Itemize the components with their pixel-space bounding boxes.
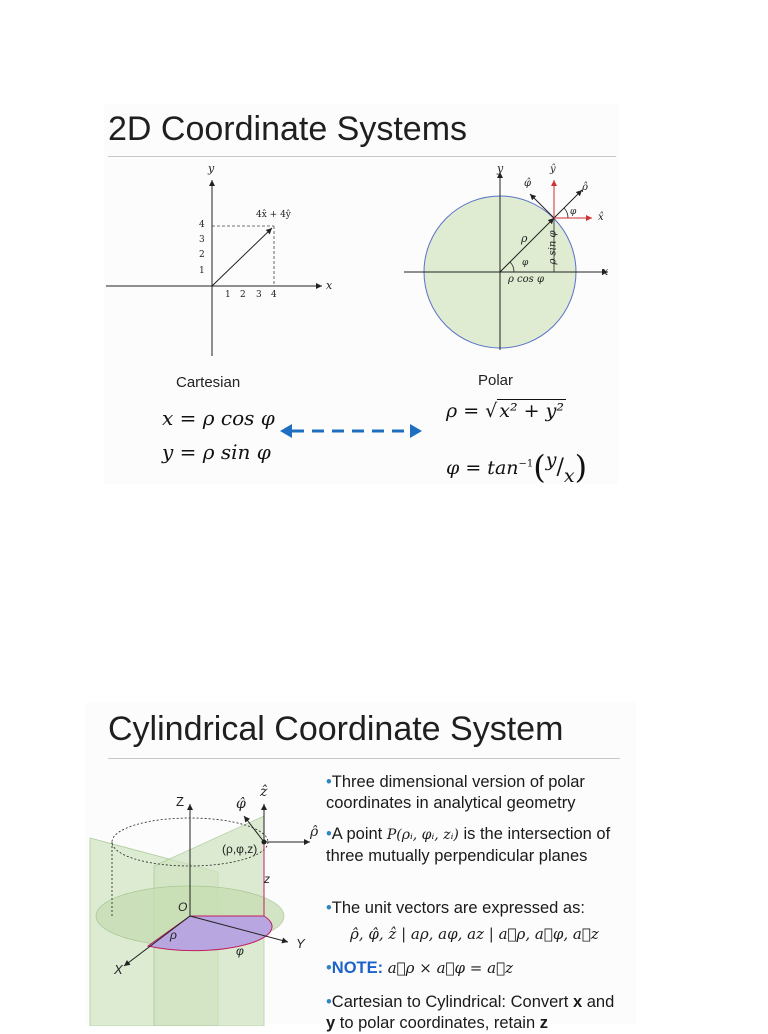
x-axis <box>123 915 191 967</box>
cartesian-tick-y-1: 1 <box>199 266 205 276</box>
origin-label: O <box>178 900 188 914</box>
polar-caption: Polar <box>478 372 514 389</box>
phi-label: φ <box>236 944 244 958</box>
polar-eq-rho: ρ = √x² + y² <box>446 399 566 422</box>
slide-2d-coordinates: 2D Coordinate Systems y x 4x̂ + 4ŷ 4 3 2… <box>104 104 618 487</box>
slide-title: 2D Coordinate Systems <box>108 110 468 148</box>
slide-cylindrical: Cylindrical Coordinate System Z φ̂ ẑ ρ̂ … <box>86 702 636 1032</box>
title-rule <box>108 758 620 759</box>
z-axis-label: Z <box>176 794 184 809</box>
cartesian-tick-y-2: 2 <box>199 250 205 260</box>
slide-title: Cylindrical Coordinate System <box>108 710 564 748</box>
z-label: z <box>264 872 270 886</box>
cartesian-vector <box>211 227 273 287</box>
rho-label: ρ <box>170 928 177 942</box>
polar-phi-label: φ <box>522 258 529 268</box>
cartesian-x-label: x <box>326 279 333 292</box>
rhohat-label: ρ̂ <box>310 824 319 840</box>
y-axis <box>189 915 289 944</box>
polar-eq-radicand: x² + y² <box>497 399 566 422</box>
polar-phihat-label: φ̂ <box>524 178 532 189</box>
y-axis-label: Y <box>296 936 305 951</box>
polar-rhohat <box>553 189 583 219</box>
cartesian-tick-y-3: 3 <box>199 235 205 245</box>
cartesian-tick-x-4: 4 <box>271 290 277 300</box>
cartesian-eq-y: y = ρ sin φ <box>162 440 271 464</box>
cartesian-eq-x: x = ρ cos φ <box>162 406 275 430</box>
polar-rcos-label: ρ cos φ <box>508 274 544 285</box>
bullet-3-math: ρ̂, φ̂, ẑ | aρ, aφ, az | a⃗ρ, a⃗φ, a⃗z <box>350 925 599 943</box>
polar-y-label: y <box>497 162 504 175</box>
cartesian-y-label: y <box>208 162 215 175</box>
polar-phihat <box>529 193 555 219</box>
zhat-label: ẑ <box>260 784 268 800</box>
polar-rsin-label: ρ sin φ <box>547 230 559 265</box>
polar-yhat-label: ŷ <box>550 164 556 175</box>
cartesian-tick-y-4: 4 <box>199 220 205 230</box>
polar-x-label: x <box>602 265 609 278</box>
x-axis-label: X <box>114 962 123 977</box>
cartesian-tick-x-1: 1 <box>225 290 231 300</box>
bullet-1: •Three dimensional version of polar coor… <box>326 773 585 812</box>
polar-rho-vector <box>499 217 555 273</box>
cartesian-caption: Cartesian <box>176 374 241 391</box>
bullet-4: •NOTE: a⃗ρ × a⃗φ = a⃗z <box>326 959 513 977</box>
polar-eq-phi: φ = tan−1(y/x) <box>446 448 588 487</box>
polar-xhat-label: x̂ <box>598 212 604 223</box>
phihat-label: φ̂ <box>236 796 246 812</box>
cartesian-graph <box>106 180 322 356</box>
polar-graph <box>404 172 608 350</box>
polar-rhohat-label: ρ̂ <box>582 182 588 193</box>
double-arrow <box>280 424 422 438</box>
polar-rho-label: ρ <box>521 232 528 245</box>
cartesian-vector-label: 4x̂ + 4ŷ <box>256 210 291 220</box>
cylindrical-diagram <box>89 804 310 1026</box>
polar-phi-small-label: φ <box>570 207 577 217</box>
cartesian-tick-x-2: 2 <box>240 290 246 300</box>
point-label: (ρ,φ,z) <box>222 842 258 856</box>
cartesian-tick-x-3: 3 <box>256 290 262 300</box>
bullet-5: •Cartesian to Cylindrical: Convert x and… <box>326 993 615 1032</box>
title-rule <box>108 156 616 157</box>
bullet-3: •The unit vectors are expressed as: <box>326 899 585 917</box>
bullet-2: •A point P(ρᵢ, φᵢ, zᵢ) is the intersecti… <box>326 825 611 865</box>
